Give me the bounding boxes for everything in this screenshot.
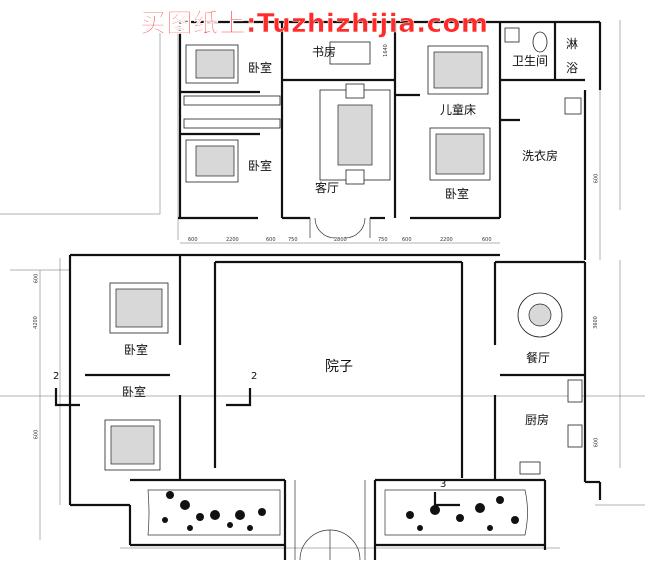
room-label-bedroom-top-right: 卧室 (445, 187, 470, 201)
room-label-laundry: 洗衣房 (522, 149, 559, 163)
section-mark-left: 2 (53, 371, 60, 382)
room-label-courtyard: 院子 (325, 359, 353, 375)
section-mark-bottom: 3 (440, 479, 447, 490)
garden-planters (147, 489, 528, 536)
dim-study-width: 1640 (382, 44, 389, 57)
dim-left-0: 600 (33, 273, 40, 284)
dim-top-6: 600 (402, 237, 412, 243)
bathroom-fixtures (504, 27, 582, 115)
dim-right-1: 3600 (592, 316, 599, 329)
room-label-bedroom-top-left-1: 卧室 (248, 61, 273, 75)
dim-top-5: 750 (378, 237, 388, 243)
dim-top-4: 2800 (334, 237, 347, 243)
room-label-study: 书房 (312, 45, 337, 59)
dim-top-0: 600 (188, 237, 198, 243)
dim-left-1: 4200 (32, 316, 39, 329)
entrance-door (299, 217, 371, 561)
dim-top-8: 600 (482, 237, 492, 243)
section-marks (54, 388, 460, 507)
dimension-guides (0, 20, 645, 549)
dining-table (517, 292, 563, 338)
room-label-living-room: 客厅 (315, 181, 340, 195)
room-label-child-bed: 儿童床 (440, 103, 477, 117)
dim-right-2: 600 (593, 437, 600, 448)
room-label-bathroom: 卫生间 (512, 54, 549, 68)
room-label-dining: 餐厅 (526, 351, 551, 365)
dim-left-2: 600 (33, 429, 40, 440)
dim-top-7: 2200 (440, 237, 453, 243)
section-mark-right: 2 (251, 371, 258, 382)
kitchen-counter (519, 379, 583, 475)
dim-right-0: 600 (593, 173, 600, 184)
beds (104, 44, 491, 471)
room-label-kitchen: 厨房 (525, 413, 550, 427)
room-label-bedroom-left-2: 卧室 (122, 385, 147, 399)
dimension-row-top: 600 2200 600 750 2800 750 600 2200 600 (182, 238, 502, 246)
room-label-shower-2: 浴 (566, 61, 579, 75)
walls (68, 20, 602, 560)
watermark: 买图纸上:Tuzhizhijia.com (140, 9, 489, 40)
room-label-bedroom-top-left-2: 卧室 (248, 159, 273, 173)
wardrobes (183, 95, 281, 129)
dim-top-3: 750 (288, 237, 298, 243)
dim-top-2: 600 (266, 237, 276, 243)
study-desk (329, 41, 371, 65)
room-label-shower-1: 淋 (566, 37, 579, 51)
sofa-set (319, 83, 391, 185)
dim-top-1: 2200 (226, 237, 239, 243)
room-label-bedroom-left-1: 卧室 (124, 343, 149, 357)
